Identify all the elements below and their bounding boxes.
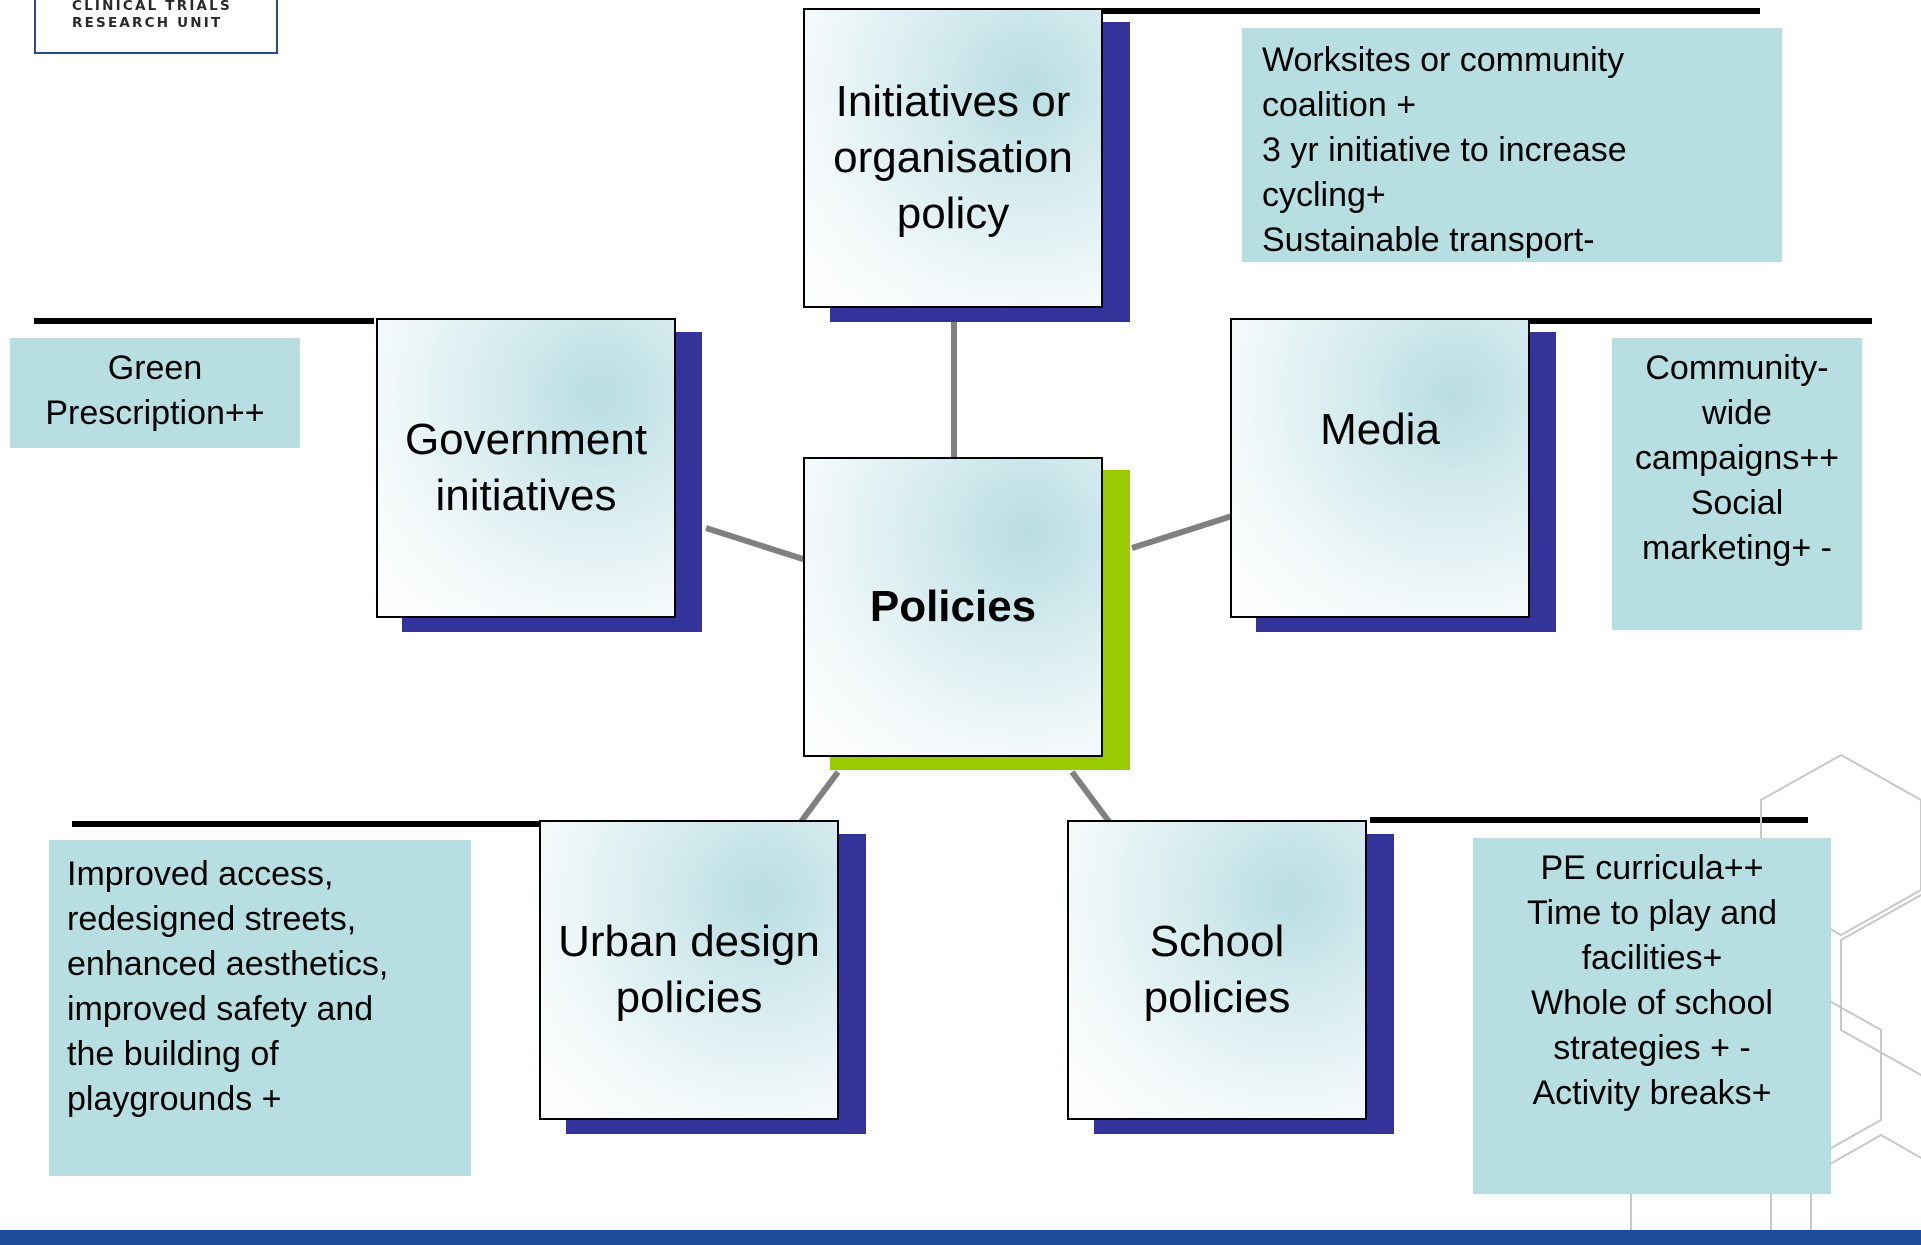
- node-left-label: Government initiatives: [404, 415, 648, 520]
- footer-bar: [0, 1230, 1921, 1245]
- node-top-label: Initiatives or organisation policy: [833, 77, 1073, 238]
- node-urban-design-policies: Urban design policies: [539, 820, 839, 1120]
- logo-line-2: RESEARCH UNIT: [72, 15, 223, 31]
- note-bottom-left: Improved access, redesigned streets, enh…: [49, 840, 471, 1176]
- node-center-label: Policies: [869, 582, 1037, 631]
- connector-right: [1131, 513, 1233, 551]
- node-bottom-left-label: Urban design policies: [558, 917, 820, 1022]
- node-right-label: Media: [1320, 405, 1440, 454]
- connector-left: [705, 525, 807, 563]
- logo: CLINICAL TRIALS RESEARCH UNIT: [34, 0, 278, 54]
- rule-right: [1520, 318, 1872, 324]
- note-top: Worksites or community coalition + 3 yr …: [1242, 28, 1782, 262]
- node-initiatives-organisation-policy: Initiatives or organisation policy: [803, 8, 1103, 308]
- node-school-policies: School policies: [1067, 820, 1367, 1120]
- node-policies: Policies: [803, 457, 1103, 757]
- note-right: Community- wide campaigns++ Social marke…: [1612, 338, 1862, 630]
- rule-top: [1100, 8, 1760, 14]
- logo-line-1: CLINICAL TRIALS: [72, 0, 232, 14]
- connector-bottom-left: [797, 770, 841, 825]
- note-left: Green Prescription++: [10, 338, 300, 448]
- rule-left: [34, 318, 374, 324]
- node-media: Media: [1230, 318, 1530, 618]
- note-bottom-right: PE curricula++ Time to play and faciliti…: [1473, 838, 1831, 1194]
- node-bottom-right-label: School policies: [1143, 917, 1291, 1022]
- node-government-initiatives: Government initiatives: [376, 318, 676, 618]
- connector-bottom-right: [1069, 770, 1113, 825]
- rule-bottom-right: [1370, 817, 1808, 823]
- rule-bottom-left: [72, 821, 540, 827]
